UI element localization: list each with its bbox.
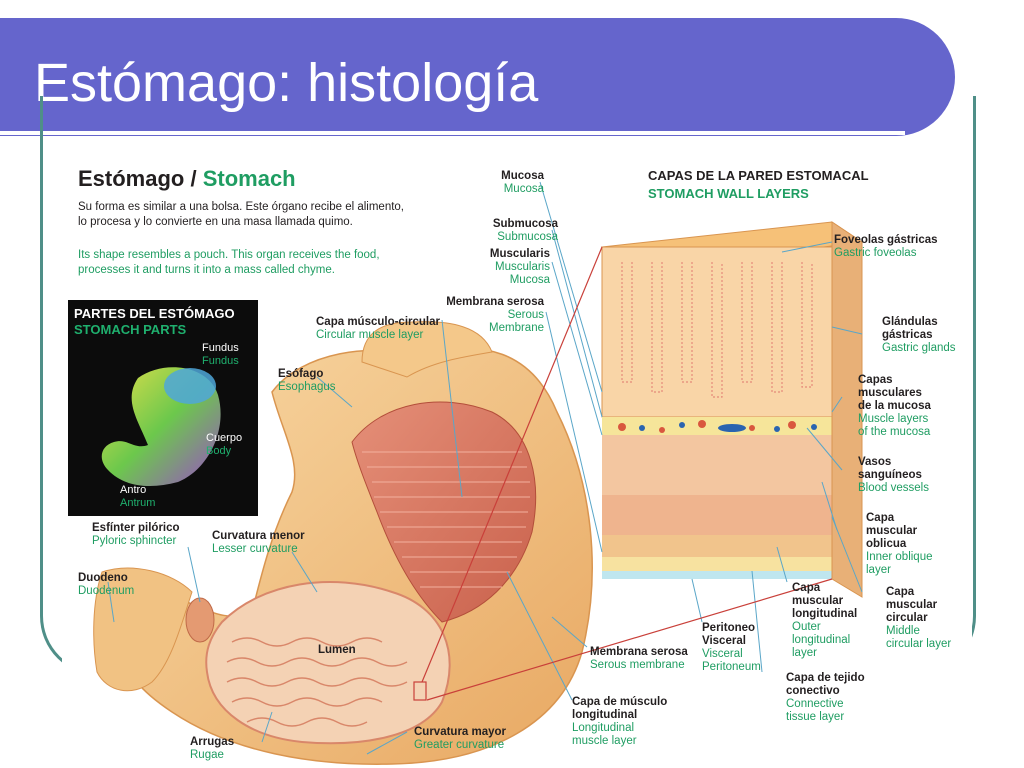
description-en: Its shape resembles a pouch. This organ … (78, 249, 380, 276)
parts-stomach-shape (101, 367, 221, 486)
figure-title-en: Stomach (202, 166, 296, 191)
label-lumen: Lumen (318, 644, 356, 656)
figure-title-es: Estómago / (78, 166, 197, 191)
gastric-glands-shapes (621, 262, 813, 398)
blood-vessel-dots (618, 420, 796, 433)
title-underline (0, 131, 905, 135)
parts-title-es: PARTES DEL ESTÓMAGO (74, 306, 235, 321)
title-bar: Estómago: histología (0, 18, 955, 136)
stomach-illustration (93, 181, 864, 765)
wall-layers-block (600, 221, 864, 598)
stomach-parts-inset: PARTES DEL ESTÓMAGO STOMACH PARTS Fundus… (68, 300, 258, 516)
lumen-cavity (205, 581, 451, 745)
rugae-folds (226, 637, 408, 727)
duodenum-shape (93, 567, 193, 692)
esophagus-shape (361, 321, 493, 378)
slide-title: Estómago: histología (34, 53, 539, 113)
figure-title: Estómago / Stomach (78, 166, 296, 192)
muscle-striations (362, 451, 530, 588)
layers-title-es: CAPAS DE LA PARED ESTOMACAL (648, 168, 869, 183)
description-es: Su forma es similar a una bolsa. Este ór… (78, 201, 404, 228)
leader-lines (107, 181, 863, 755)
parts-title-en: STOMACH PARTS (74, 322, 187, 337)
vein-dots (639, 422, 817, 432)
layers-title-en: STOMACH WALL LAYERS (648, 186, 809, 201)
zoom-lines (413, 246, 833, 701)
pyloric-sphincter-shape (185, 597, 215, 643)
stomach-diagram: Estómago / Stomach Su forma es similar a… (62, 152, 972, 768)
